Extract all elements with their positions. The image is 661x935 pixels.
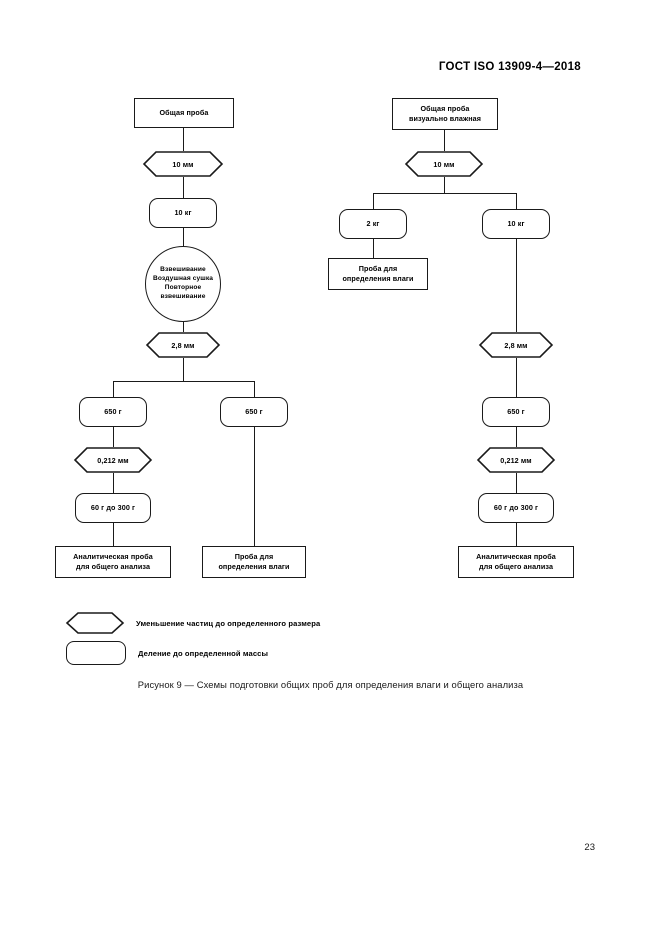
connector <box>516 523 517 546</box>
right-analysis-sample-box: Аналитическая проба для общего анализа <box>458 546 574 578</box>
right-size-10mm-label: 10 мм <box>433 159 455 169</box>
left-size-28mm-hexagon: 2,8 мм <box>145 332 221 358</box>
right-analysis-sample-line-1: Аналитическая проба <box>476 552 556 562</box>
legend-row-size-reduction: Уменьшение частиц до определенного разме… <box>65 612 321 634</box>
left-gross-sample-label: Общая проба <box>159 108 209 118</box>
connector <box>516 239 517 332</box>
right-mass-650g-box: 650 г <box>482 397 550 427</box>
right-mass-10kg-label: 10 кг <box>507 219 525 229</box>
left-analysis-sample-box: Аналитическая проба для общего анализа <box>55 546 171 578</box>
right-size-10mm-hexagon: 10 мм <box>404 151 484 177</box>
right-moisture-sample-line-2: определения влаги <box>342 274 414 283</box>
right-analysis-sample-line-2: для общего анализа <box>478 562 554 571</box>
left-mass-10kg-label: 10 кг <box>174 208 192 218</box>
connector <box>373 239 374 258</box>
left-size-28mm-label: 2,8 мм <box>171 340 195 350</box>
left-mass-10kg-box: 10 кг <box>149 198 217 228</box>
left-mass-60-300g-label: 60 г до 300 г <box>90 503 136 513</box>
right-size-28mm-hexagon: 2,8 мм <box>478 332 554 358</box>
left-moisture-sample-box: Проба для определения влаги <box>202 546 306 578</box>
connector <box>183 128 184 151</box>
left-size-10mm-label: 10 мм <box>172 159 194 169</box>
page-number: 23 <box>584 842 595 853</box>
hexagon-shape-icon <box>65 612 125 634</box>
legend-label-size-reduction: Уменьшение частиц до определенного разме… <box>136 618 321 628</box>
connector <box>373 193 374 209</box>
right-mass-60-300g-box: 60 г до 300 г <box>478 493 554 523</box>
connector <box>183 177 184 198</box>
connector <box>113 427 114 447</box>
connector <box>183 228 184 246</box>
left-mass-650g-left-label: 650 г <box>104 407 122 417</box>
legend-row-mass-division: Деление до определенной массы <box>66 641 268 665</box>
connector <box>113 473 114 493</box>
connector <box>113 381 254 382</box>
rounded-box-shape-icon <box>66 641 126 665</box>
connector <box>444 130 445 151</box>
left-mass-60-300g-box: 60 г до 300 г <box>75 493 151 523</box>
connector <box>516 473 517 493</box>
left-mass-650g-right-box: 650 г <box>220 397 288 427</box>
left-size-0212mm-label: 0,212 мм <box>97 455 129 465</box>
connector <box>516 427 517 447</box>
right-gross-sample-line-2: визуально влажная <box>408 114 482 123</box>
connector <box>254 381 255 397</box>
right-moisture-sample-line-1: Проба для <box>358 264 398 274</box>
right-mass-60-300g-label: 60 г до 300 г <box>493 503 539 513</box>
connector <box>113 381 114 397</box>
left-mass-650g-right-label: 650 г <box>245 407 263 417</box>
connector <box>113 523 114 546</box>
connector <box>373 193 517 194</box>
left-gross-sample-box: Общая проба <box>134 98 234 128</box>
left-analysis-sample-line-1: Аналитическая проба <box>73 552 153 562</box>
left-circle-line-1: Взвешивание <box>160 266 206 274</box>
right-size-0212mm-label: 0,212 мм <box>500 455 532 465</box>
right-mass-2kg-box: 2 кг <box>339 209 407 239</box>
left-mass-650g-left-box: 650 г <box>79 397 147 427</box>
left-circle-line-3: Повторное <box>164 284 202 291</box>
left-analysis-sample-line-2: для общего анализа <box>75 562 151 571</box>
left-size-0212mm-hexagon: 0,212 мм <box>73 447 153 473</box>
document-header: ГОСТ ISO 13909-4—2018 <box>438 61 581 73</box>
right-size-28mm-label: 2,8 мм <box>504 340 528 350</box>
right-gross-sample-box: Общая проба визуально влажная <box>392 98 498 130</box>
figure-9-flowcharts: Общая проба 10 мм 10 кг Взвешивание Возд… <box>0 88 661 608</box>
connector <box>516 358 517 397</box>
right-mass-650g-label: 650 г <box>507 407 525 417</box>
connector <box>183 358 184 381</box>
legend-label-mass-division: Деление до определенной массы <box>138 648 269 658</box>
connector <box>516 193 517 209</box>
right-mass-2kg-label: 2 кг <box>366 219 380 229</box>
left-circle-line-2: Воздушная сушка <box>152 275 214 283</box>
connector <box>183 322 184 332</box>
right-mass-10kg-box: 10 кг <box>482 209 550 239</box>
right-gross-sample-line-1: Общая проба <box>420 104 470 114</box>
left-size-10mm-hexagon: 10 мм <box>142 151 224 177</box>
figure-caption: Рисунок 9 — Схемы подготовки общих проб … <box>137 679 524 690</box>
left-moisture-sample-line-1: Проба для <box>234 552 274 562</box>
connector <box>444 177 445 193</box>
left-moisture-sample-line-2: определения влаги <box>218 562 290 571</box>
right-size-0212mm-hexagon: 0,212 мм <box>476 447 556 473</box>
left-circle-line-4: взвешивание <box>160 292 206 300</box>
connector <box>254 427 255 546</box>
right-moisture-sample-box: Проба для определения влаги <box>328 258 428 290</box>
left-weighing-drying-circle: Взвешивание Воздушная сушка Повторное вз… <box>145 246 221 322</box>
